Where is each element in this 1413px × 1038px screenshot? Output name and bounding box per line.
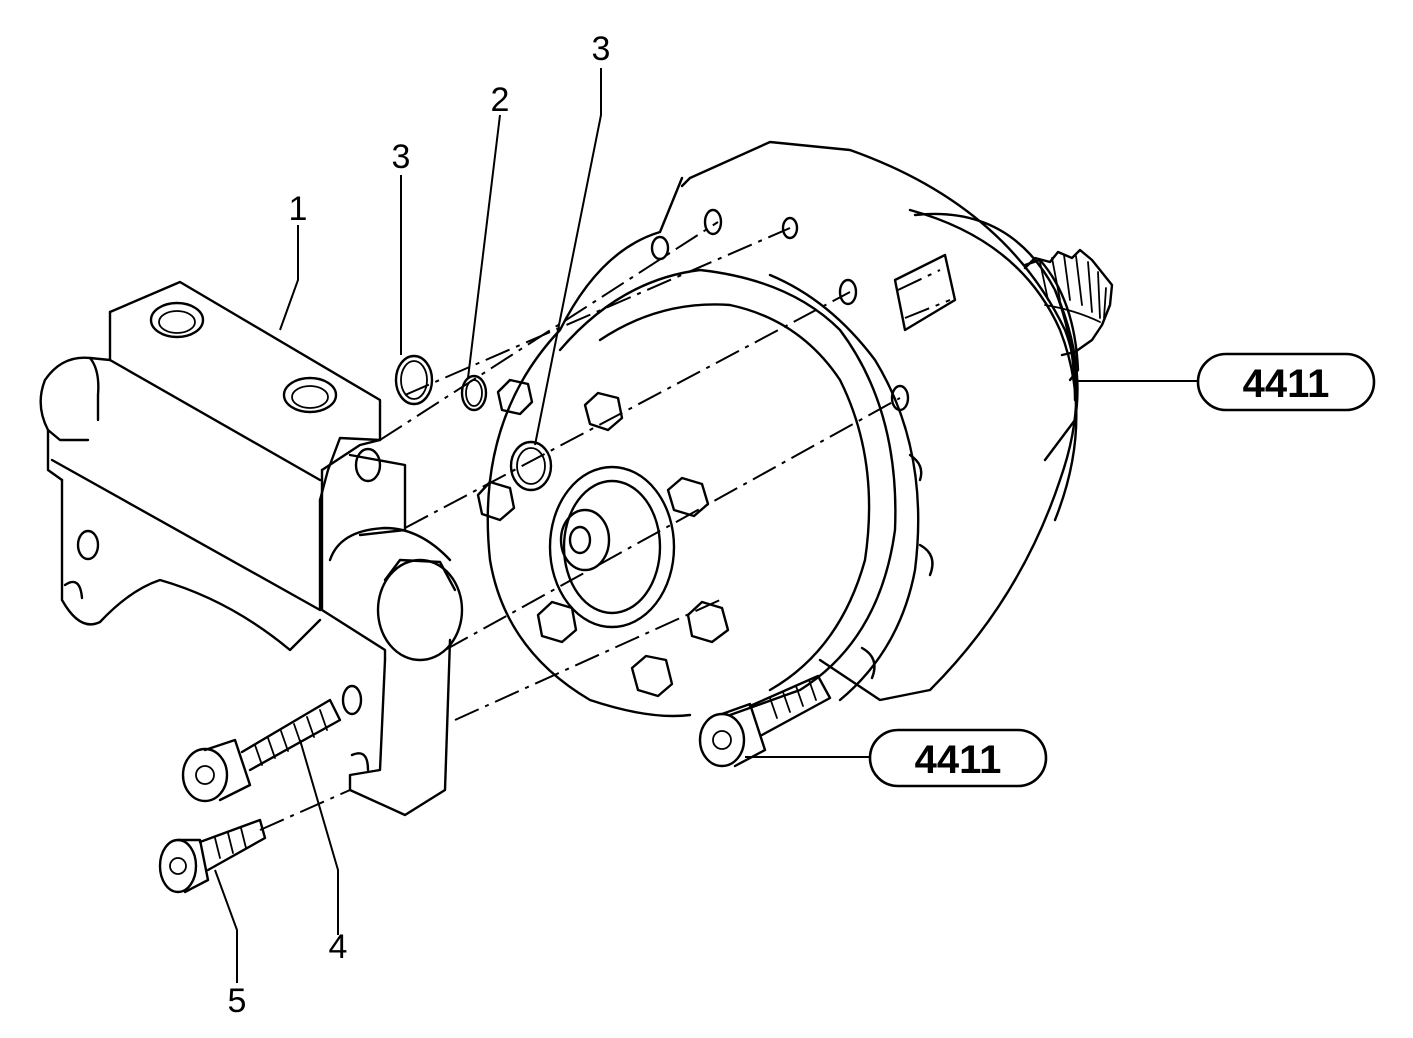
- mounting-bracket: [39, 280, 464, 817]
- face-bolt-heads: [476, 378, 730, 698]
- hydraulic-motor: [476, 140, 1114, 718]
- callout-4: 4: [329, 928, 348, 966]
- cap-screw-4: [181, 698, 342, 803]
- cap-screw-4411: [698, 674, 832, 768]
- o-ring-2: [460, 374, 488, 412]
- callout-5: 5: [228, 982, 247, 1020]
- reference-label-motor: 4411: [1196, 352, 1376, 412]
- svg-text:4411: 4411: [1243, 362, 1330, 406]
- svg-text:4411: 4411: [915, 738, 1002, 782]
- callout-3-left: 3: [392, 138, 411, 176]
- callout-2: 2: [491, 81, 510, 119]
- reference-label-screw: 4411: [868, 728, 1048, 788]
- leader-lines: [214, 68, 1200, 983]
- spline-shaft: [1023, 248, 1114, 357]
- o-ring-3-left: [394, 354, 434, 406]
- callout-1: 1: [289, 190, 308, 228]
- o-rings: [394, 354, 553, 492]
- o-ring-3-mid: [509, 440, 553, 492]
- flange-holes: [650, 208, 934, 680]
- countersunk-screw-5: [158, 818, 267, 894]
- callout-3-top: 3: [592, 30, 611, 68]
